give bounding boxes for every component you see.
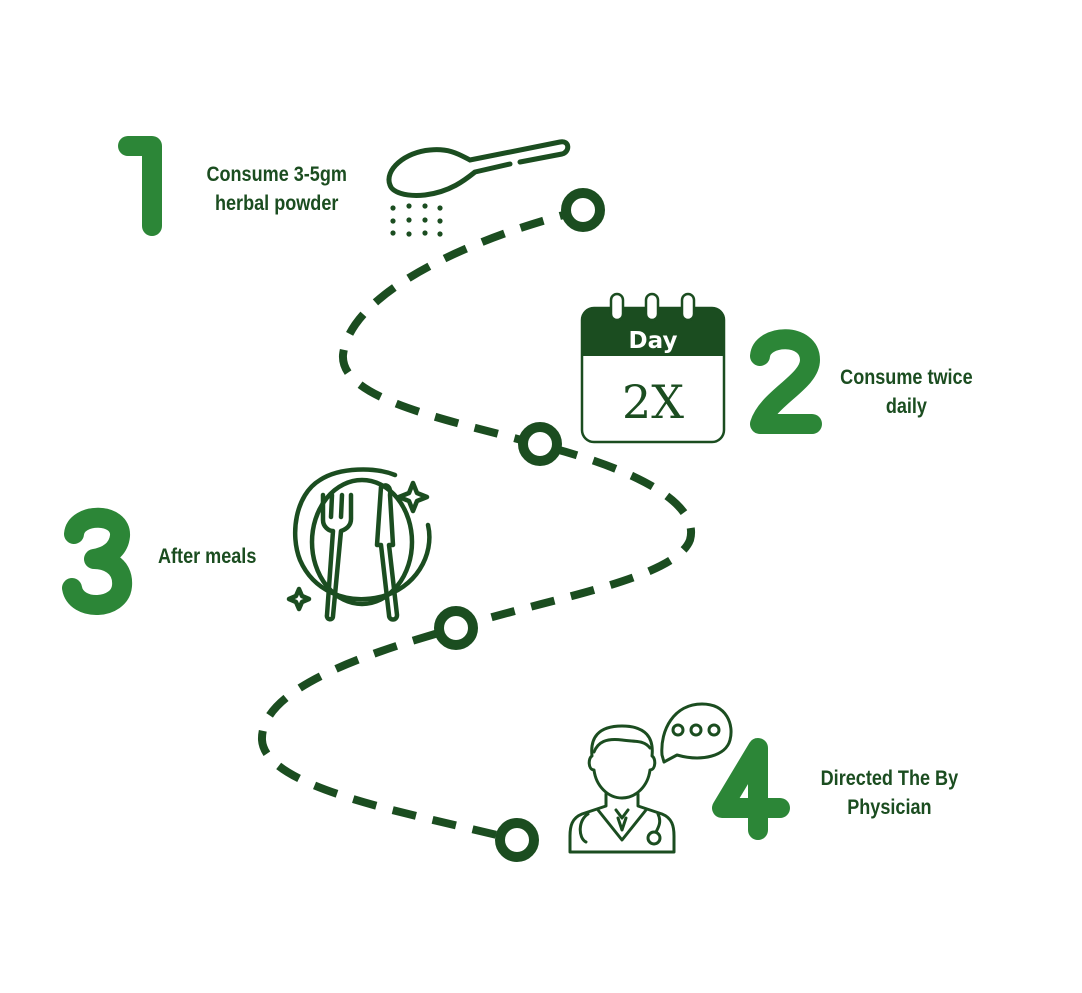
step-3-label: After meals (158, 545, 257, 568)
step-2-label: Consume twice daily (840, 366, 973, 418)
calendar-header: Day (629, 328, 678, 354)
dashed-route-line (257, 206, 696, 844)
doctor-icon (568, 702, 733, 854)
step-node-1 (561, 188, 605, 232)
calendar-icon: Day 2X (580, 292, 726, 444)
step-4-label: Directed The By Physician (820, 767, 959, 819)
step-node-4 (495, 818, 539, 862)
step-number-4 (712, 738, 790, 840)
step-1-label: Consume 3-5gm herbal powder (206, 163, 347, 215)
spoon-powder-icon (386, 139, 571, 237)
plate-fork-knife-icon (286, 467, 432, 622)
step-number-1 (118, 136, 162, 236)
step-node-2 (518, 422, 562, 466)
calendar-body: 2X (622, 375, 684, 429)
step-node-3 (434, 606, 478, 650)
step-number-3 (62, 507, 133, 615)
step-number-2 (750, 329, 822, 434)
